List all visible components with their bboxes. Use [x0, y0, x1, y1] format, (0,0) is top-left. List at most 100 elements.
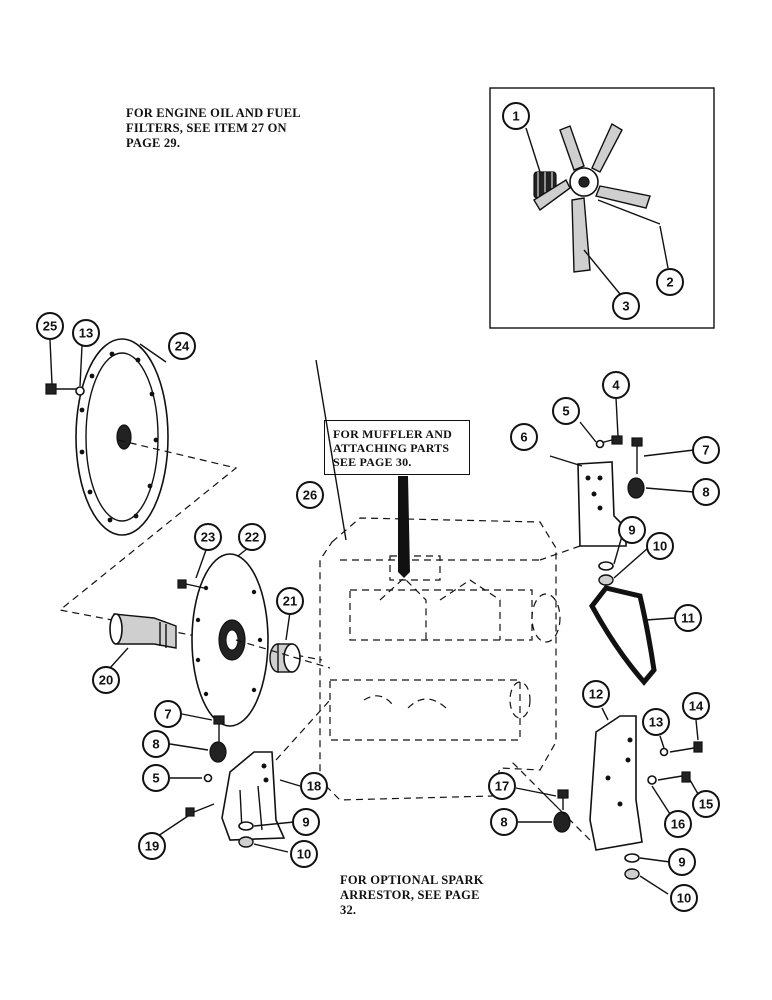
bracket-6 [549, 455, 627, 547]
callout-label: 18 [307, 779, 321, 794]
bolt-4-washer-5 [579, 397, 623, 449]
callout-label: 9 [628, 523, 635, 538]
washer-nut-9b-10b [238, 821, 295, 853]
callout-label: 24 [175, 339, 190, 354]
callout-21: 21 [276, 587, 304, 615]
callout-label: 12 [589, 687, 603, 702]
callout-label: 14 [689, 699, 704, 714]
callout-14: 14 [682, 692, 710, 720]
callout-label: 13 [649, 715, 663, 730]
callout-label: 5 [152, 771, 159, 786]
callout-26: 26 [296, 481, 324, 509]
callout-8: 8 [490, 808, 518, 836]
callout-13: 13 [72, 319, 100, 347]
bracket-18 [221, 751, 301, 841]
callout-16: 16 [664, 810, 692, 838]
washer-5b-bolt-19 [157, 773, 215, 837]
note-engine-filters: FOR ENGINE OIL AND FUEL FILTERS, SEE ITE… [126, 106, 301, 151]
callout-23: 23 [194, 523, 222, 551]
bolt-7b-cushion-8b [169, 713, 227, 763]
note-muffler: FOR MUFFLER AND ATTACHING PARTS SEE PAGE… [324, 420, 470, 475]
callout-label: 20 [99, 673, 113, 688]
callout-11: 11 [674, 604, 702, 632]
note-line: FOR ENGINE OIL AND FUEL [126, 106, 301, 120]
callout-label: 25 [43, 319, 57, 334]
fan [533, 122, 651, 273]
callout-label: 10 [653, 539, 667, 554]
bolt-17-cushion-8c [515, 787, 571, 833]
hub-21 [269, 611, 301, 673]
bracket-12 [589, 707, 643, 851]
callout-label: 17 [495, 779, 509, 794]
callout-13: 13 [642, 708, 670, 736]
callout-5: 5 [142, 764, 170, 792]
callout-label: 4 [612, 378, 620, 393]
callout-label: 19 [145, 839, 159, 854]
callout-3: 3 [612, 292, 640, 320]
note-line: FILTERS, SEE ITEM 27 ON [126, 121, 287, 135]
bolt-15-washer-16 [647, 771, 699, 815]
callout-6: 6 [510, 423, 538, 451]
callout-20: 20 [92, 666, 120, 694]
callout-8: 8 [692, 478, 720, 506]
callout-label: 23 [201, 530, 215, 545]
callout-label: 5 [562, 404, 569, 419]
callout-label: 22 [245, 530, 259, 545]
bolt-23 [177, 549, 207, 589]
drive-plate [191, 547, 269, 727]
callout-5: 5 [552, 397, 580, 425]
callout-25: 25 [36, 312, 64, 340]
callout-7: 7 [154, 700, 182, 728]
callout-label: 9 [302, 815, 309, 830]
bolt-14-washer-13 [659, 719, 703, 757]
callout-label: 1 [512, 109, 519, 124]
callout-10: 10 [290, 840, 318, 868]
callout-9: 9 [668, 848, 696, 876]
callout-4: 4 [602, 371, 630, 399]
note-line: SEE PAGE 30. [333, 455, 412, 469]
callout-label: 2 [666, 275, 673, 290]
callout-label: 8 [702, 485, 709, 500]
note-line: FOR OPTIONAL SPARK [340, 873, 484, 887]
callout-label: 3 [622, 299, 629, 314]
callout-8: 8 [142, 730, 170, 758]
note-line: 32. [340, 903, 357, 917]
callout-label: 6 [520, 430, 527, 445]
engine-block [315, 359, 561, 801]
callout-10: 10 [670, 884, 698, 912]
callout-12: 12 [582, 680, 610, 708]
note-line: ATTACHING PARTS [333, 441, 450, 455]
callout-19: 19 [138, 832, 166, 860]
callout-label: 16 [671, 817, 685, 832]
callout-label: 8 [500, 815, 507, 830]
callout-label: 11 [681, 611, 695, 626]
callout-label: 15 [699, 797, 713, 812]
note-line: FOR MUFFLER AND [333, 427, 452, 441]
callout-label: 10 [297, 847, 311, 862]
callout-label: 26 [303, 488, 317, 503]
callout-7: 7 [692, 436, 720, 464]
callout-label: 13 [79, 326, 93, 341]
note-line: PAGE 29. [126, 136, 181, 150]
note-line: ARRESTOR, SEE PAGE [340, 888, 480, 902]
callout-22: 22 [238, 523, 266, 551]
callout-10: 10 [646, 532, 674, 560]
callout-label: 21 [283, 594, 297, 609]
shaft-20 [109, 613, 177, 669]
belt-11 [589, 585, 675, 686]
callout-label: 7 [164, 707, 171, 722]
callout-1: 1 [502, 102, 530, 130]
callout-15: 15 [692, 790, 720, 818]
callout-label: 7 [702, 443, 709, 458]
washer-nut-9a-10a [598, 535, 649, 586]
callout-label: 8 [152, 737, 159, 752]
fan-inset [489, 87, 715, 329]
callout-label: 9 [678, 855, 685, 870]
callout-18: 18 [300, 772, 328, 800]
callout-17: 17 [488, 772, 516, 800]
bolt-washer-25-13 [45, 339, 85, 396]
callout-9: 9 [292, 808, 320, 836]
note-spark-arrestor: FOR OPTIONAL SPARK ARRESTOR, SEE PAGE 32… [340, 873, 484, 918]
washer-nut-9c-10c [624, 853, 671, 895]
